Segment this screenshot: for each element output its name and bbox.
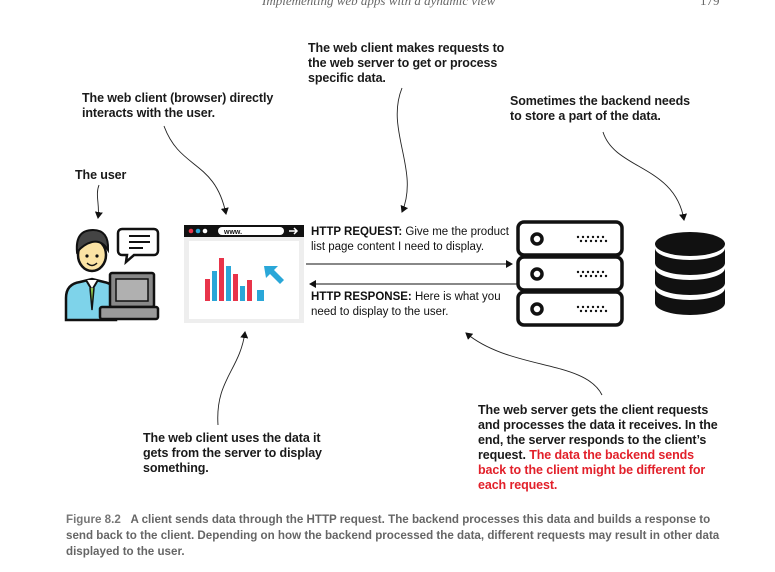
bar-5 <box>233 274 238 301</box>
leader-user <box>94 184 103 219</box>
leader-lines <box>94 87 687 426</box>
note-backend-store: Sometimes the backend needs to store a p… <box>510 94 691 123</box>
note-server-processes-text: The web server gets the client requests … <box>478 403 718 462</box>
http-request-label: HTTP REQUEST: <box>311 226 403 238</box>
figure-caption-text: A client sends data through the HTTP req… <box>66 513 720 558</box>
leader-client-requests <box>396 87 409 213</box>
bar-7 <box>247 280 252 301</box>
bar-3 <box>219 258 224 301</box>
leader-browser <box>163 125 229 215</box>
page-number: 179 <box>700 0 720 8</box>
bar-8 <box>257 290 264 301</box>
bar-1 <box>205 279 210 301</box>
note-server-processes-red: The data the backend sends back to the c… <box>478 448 706 492</box>
database-icon <box>655 232 725 315</box>
cursor-arrow-icon <box>264 266 284 284</box>
page-header: Implementing web apps with a dynamic vie… <box>0 0 775 13</box>
browser-address: www. <box>223 229 242 236</box>
http-response-label: HTTP RESPONSE: <box>311 291 412 303</box>
http-response-text: HTTP RESPONSE: Here is what you need to … <box>311 290 516 320</box>
bar-6 <box>240 286 245 301</box>
leader-backend <box>602 131 687 221</box>
bar-4 <box>226 266 231 301</box>
leader-server <box>465 332 603 396</box>
chapter-title: Implementing web apps with a dynamic vie… <box>262 0 496 8</box>
note-browser-interacts: The web client (browser) directly intera… <box>82 91 274 120</box>
figure-caption: Figure 8.2 A client sends data through t… <box>66 512 726 560</box>
note-server-processes: The web server gets the client requests … <box>478 403 718 493</box>
http-response-body: Here is what you need to display to the … <box>311 291 501 318</box>
figure-label: Figure 8.2 <box>66 513 121 526</box>
note-client-requests: The web client makes requests to the web… <box>308 41 505 85</box>
http-request-text: HTTP REQUEST: Give me the product list p… <box>311 225 516 255</box>
leader-client-uses <box>217 331 249 426</box>
server-rack-icon <box>516 220 624 327</box>
user-at-computer-icon <box>64 227 160 322</box>
bar-2 <box>212 271 217 301</box>
note-client-uses-data: The web client uses the data it gets fro… <box>143 431 322 475</box>
note-the-user: The user <box>75 168 127 182</box>
http-request-body: Give me the product list page content I … <box>311 226 509 253</box>
browser-window-icon: www. <box>184 225 304 323</box>
